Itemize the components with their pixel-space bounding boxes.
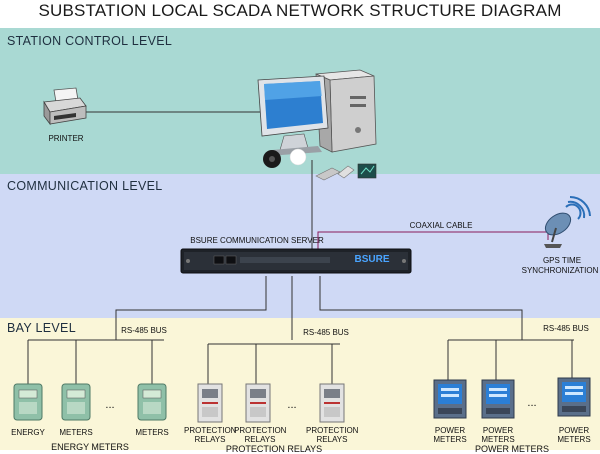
protection-label-c2: RELAYS: [316, 435, 348, 444]
power-meters-ellipsis: ...: [527, 397, 537, 409]
power-meter-icon-2: [481, 379, 515, 419]
power-meter-label-b2: METERS: [481, 435, 515, 444]
rs485-bus-label-3: RS-485 BUS: [543, 324, 589, 333]
speaker-icons: [263, 148, 307, 168]
peripheral-icons: [315, 163, 377, 181]
protection-label-a1: PROTECTION: [184, 426, 237, 435]
gps-label-line2: SYNCHRONIZATION: [521, 266, 599, 275]
gps-label-line1: GPS TIME: [542, 256, 582, 265]
server-logo: BSURE: [354, 254, 390, 265]
communication-level-label: COMMUNICATION LEVEL: [7, 179, 163, 193]
power-meter-label-a1: POWER: [434, 426, 466, 435]
protection-label-c1: PROTECTION: [306, 426, 359, 435]
workstation-icon: [257, 69, 377, 156]
rs485-bus-label-1: RS-485 BUS: [121, 326, 167, 335]
protection-relays-group-label: PROTECTION RELAYS: [225, 444, 323, 454]
protection-label-b1: PROTECTION: [234, 426, 287, 435]
station-level-label: STATION CONTROL LEVEL: [7, 34, 173, 48]
energy-meters-group-label: ENERGY METERS: [51, 442, 129, 452]
printer-label: PRINTER: [48, 134, 84, 143]
power-meter-icon-3: [557, 377, 591, 417]
power-meter-label-c2: METERS: [557, 435, 591, 444]
rs485-bus-label-2: RS-485 BUS: [303, 328, 349, 337]
printer-icon: [43, 87, 87, 126]
diagram-title: SUBSTATION LOCAL SCADA NETWORK STRUCTURE…: [38, 1, 562, 20]
power-meter-label-c1: POWER: [558, 426, 590, 435]
energy-meter-icon-2: [61, 383, 91, 421]
power-meter-label-a2: METERS: [433, 435, 467, 444]
communication-server-device: [180, 248, 412, 274]
gps-satellite-dish-icon: [544, 196, 591, 248]
protection-label-b2: RELAYS: [244, 435, 276, 444]
meters-label-a: METERS: [59, 428, 93, 437]
energy-meter-icon-3: [137, 383, 167, 421]
protection-relay-icon-1: [197, 383, 223, 423]
energy-meter-icon-1: [13, 383, 43, 421]
power-meters-group-label: POWER METERS: [474, 444, 549, 454]
coaxial-cable-label: COAXIAL CABLE: [409, 221, 473, 230]
energy-label: ENERGY: [11, 428, 45, 437]
bay-level-label: BAY LEVEL: [7, 321, 76, 335]
protection-relay-icon-3: [319, 383, 345, 423]
communication-level-band: COMMUNICATION LEVEL: [0, 174, 600, 318]
protection-label-a2: RELAYS: [194, 435, 226, 444]
power-meter-label-b1: POWER: [482, 426, 514, 435]
power-meter-icon-1: [433, 379, 467, 419]
protection-relay-icon-2: [245, 383, 271, 423]
protection-relays-ellipsis: ...: [287, 399, 297, 411]
comm-server-label: BSURE COMMUNICATION SERVER: [190, 236, 324, 245]
meters-label-b: METERS: [135, 428, 169, 437]
energy-meters-ellipsis: ...: [105, 399, 115, 411]
